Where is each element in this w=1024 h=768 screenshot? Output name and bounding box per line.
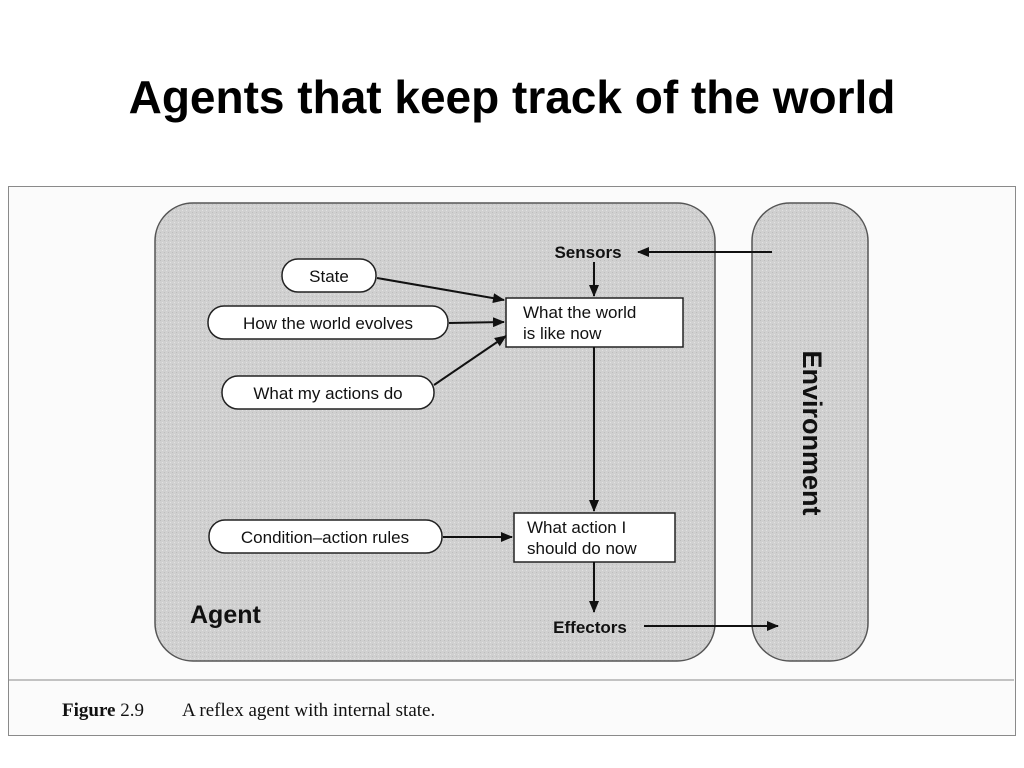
figure-caption: Figure 2.9 A reflex agent with internal s… xyxy=(62,700,435,722)
caption-text: A reflex agent with internal state. xyxy=(181,700,436,721)
action-now-box xyxy=(513,512,676,563)
state-label: State xyxy=(309,267,349,286)
world-now-line1: What the world xyxy=(523,303,636,322)
effectors-label: Effectors xyxy=(553,618,627,637)
state-pill xyxy=(281,258,377,293)
world-now-line2: is like now xyxy=(523,324,602,343)
actions-do-label: What my actions do xyxy=(253,384,402,403)
state-to-world-arrow xyxy=(376,277,505,304)
caption-number: 2.9 xyxy=(120,700,144,721)
evolves-to-world-arrow xyxy=(448,317,505,328)
world-evolves-pill xyxy=(207,305,449,340)
agent-label: Agent xyxy=(190,601,262,629)
actions-do-pill xyxy=(221,375,435,410)
world-now-box xyxy=(505,297,684,348)
action-now-line2: should do now xyxy=(527,539,637,558)
rules-label: Condition–action rules xyxy=(241,528,409,547)
caption-label: Figure xyxy=(62,700,116,721)
actions-to-world-arrow xyxy=(433,335,507,386)
action-now-line1: What action I xyxy=(527,518,626,537)
sensors-label: Sensors xyxy=(554,243,621,262)
rules-pill xyxy=(208,519,443,554)
world-evolves-label: How the world evolves xyxy=(243,314,413,333)
agent-panel xyxy=(154,202,716,662)
environment-label: Environment xyxy=(797,350,827,515)
environment-panel xyxy=(751,202,869,662)
slide-title: Agents that keep track of the world xyxy=(128,71,896,123)
